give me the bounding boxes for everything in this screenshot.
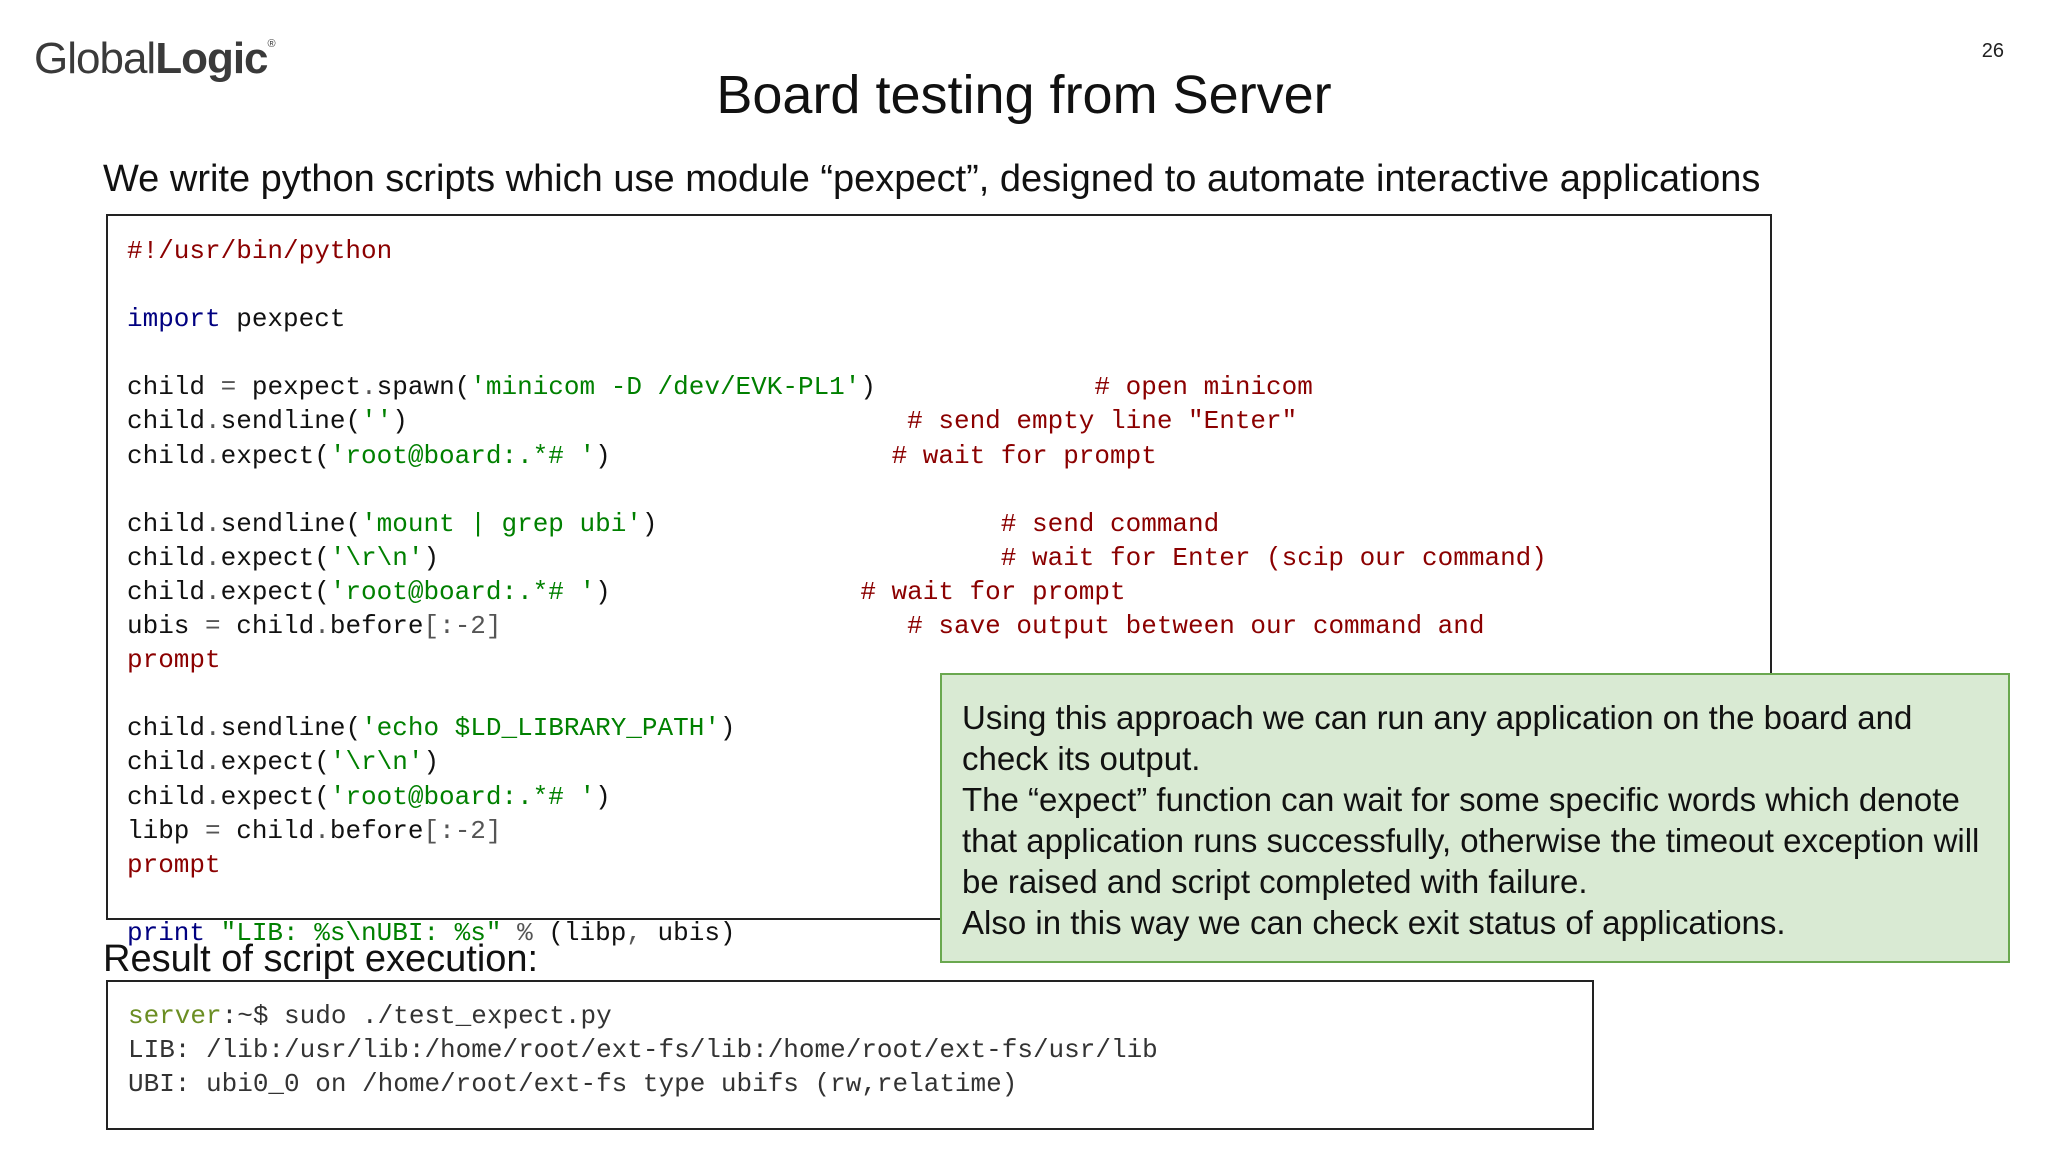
note-paragraph: Using this approach we can run any appli… xyxy=(962,699,1913,777)
result-label: Result of script execution: xyxy=(103,938,539,980)
note-paragraph: The “expect” function can wait for some … xyxy=(962,781,1980,900)
result-box xyxy=(106,980,1594,1130)
code-shebang: #!/usr/bin/python xyxy=(127,236,393,266)
slide-title: Board testing from Server xyxy=(716,65,1332,125)
slide-subtitle: We write python scripts which use module… xyxy=(103,158,1761,200)
note-paragraph: Also in this way we can check exit statu… xyxy=(962,904,1786,941)
callout-note: Using this approach we can run any appli… xyxy=(940,673,2010,963)
page-number: 26 xyxy=(1981,40,2004,62)
terminal-output: server:~$ sudo ./test_expect.py LIB: /li… xyxy=(128,1001,1158,1099)
globallogic-logo: GlobalLogic® xyxy=(34,34,276,83)
python-code-block: #!/usr/bin/python import pexpect child =… xyxy=(127,236,1547,948)
